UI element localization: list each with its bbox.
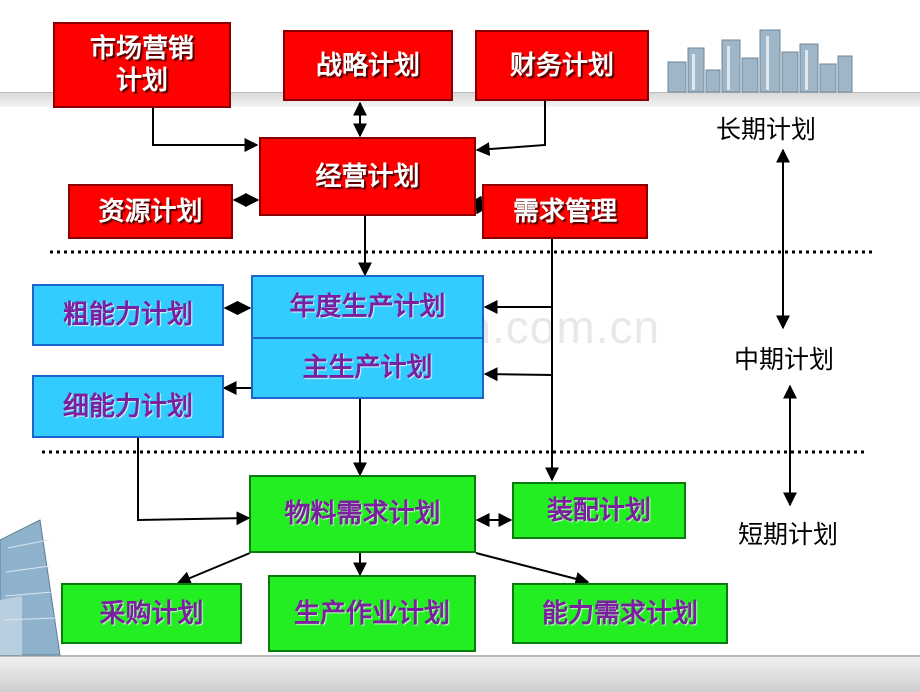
assembly-plan-box: 装配计划 <box>512 482 686 539</box>
rough-capacity-plan-box: 粗能力计划 <box>32 284 224 346</box>
finance-plan-box: 财务计划 <box>475 30 649 101</box>
strategy-plan-box: 战略计划 <box>283 30 453 101</box>
mrp-box: 物料需求计划 <box>249 475 476 553</box>
demand-management-box: 需求管理 <box>482 184 648 239</box>
annual-production-plan-box: 年度生产计划 <box>251 275 484 339</box>
bottom-decor-band <box>0 655 920 692</box>
fine-capacity-plan-box: 细能力计划 <box>32 375 224 438</box>
long-term-label: 长期计划 <box>716 115 817 144</box>
marketing-plan-box: 市场营销 计划 <box>53 22 231 108</box>
resource-plan-box: 资源计划 <box>68 184 233 239</box>
business-plan-box: 经营计划 <box>259 137 476 216</box>
short-term-label: 短期计划 <box>738 520 839 549</box>
production-job-plan-box: 生产作业计划 <box>268 575 476 652</box>
master-production-plan-box: 主生产计划 <box>251 337 484 399</box>
mid-term-label: 中期计划 <box>734 345 835 374</box>
capacity-requirement-plan-box: 能力需求计划 <box>512 583 728 644</box>
purchase-plan-box: 采购计划 <box>61 583 242 644</box>
